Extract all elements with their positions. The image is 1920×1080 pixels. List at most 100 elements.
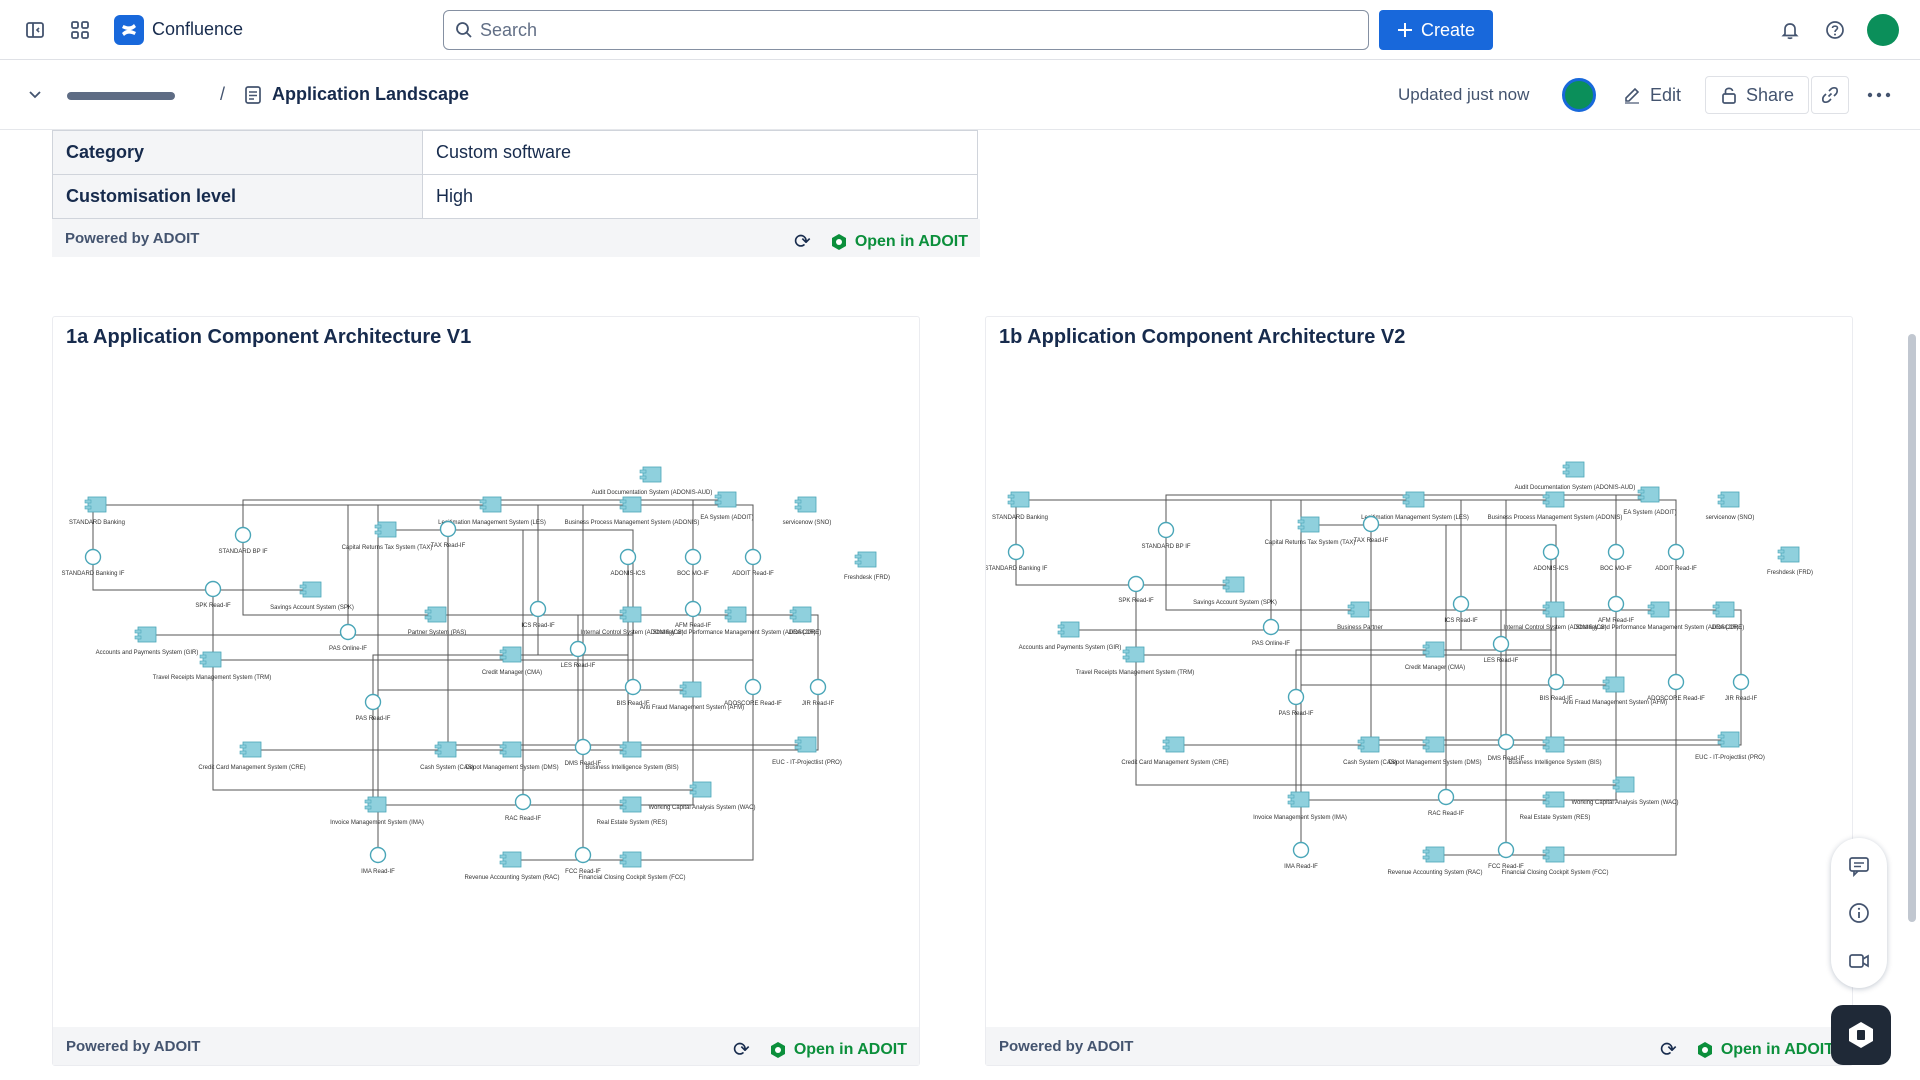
connector-line [1615,494,1650,604]
application-component: EUC - IT-Projectlist (PRO) [772,736,842,766]
search-input[interactable]: Search [443,10,1369,50]
component-shape [377,521,397,538]
component-shape [1545,846,1565,863]
component-port [1422,650,1430,655]
bell-icon[interactable] [1774,14,1806,46]
component-label: Freshdesk (FRD) [844,575,890,581]
video-icon[interactable] [1847,949,1871,973]
interface-label: BIS Read-IF [1539,696,1572,702]
application-interface: ICS Read-IF [521,600,555,629]
component-port [1422,644,1430,649]
application-interface: PAS Read-IF [1279,688,1314,717]
application-component: Invoice Management System (IMA) [1253,791,1347,821]
component-label: Strategy and Performance Management Syst… [653,630,821,636]
application-interface: PAS Online-IF [329,623,367,652]
refresh-icon[interactable]: ⟳ [794,231,811,253]
component-port [364,799,372,804]
component-shape [1360,736,1380,753]
connector-line [1435,552,1552,651]
info-icon[interactable] [1847,901,1871,925]
page-scrollbar[interactable] [1908,334,1916,922]
application-component: Anti Fraud Management System (AFM) [640,681,744,711]
connector-line [1015,552,1235,586]
breadcrumb-space[interactable] [67,92,175,100]
create-button[interactable]: Create [1379,10,1493,50]
application-component: Cash System (CAS) [1343,736,1397,766]
interface-label: JIR Read-IF [802,701,835,707]
copy-link-button[interactable] [1811,76,1849,114]
component-label: Real Estate System (RES) [597,820,668,826]
interface-label: JIR Read-IF [1725,696,1758,702]
share-label: Share [1746,84,1795,105]
app-switcher-icon[interactable] [64,14,96,46]
component-shape [1545,791,1565,808]
sidebar-toggle-icon[interactable] [19,14,51,46]
open-in-adoit-label: Open in ADOIT [793,1040,907,1058]
user-avatar[interactable] [1867,14,1899,46]
powered-by-label: Powered by ADOIT [65,229,200,247]
component-port [84,505,92,510]
component-port [1717,734,1725,739]
component-shape [1350,601,1370,618]
component-label: EA System (ADOIT) [700,515,753,521]
component-port [639,469,647,474]
connector-line [1435,552,1617,746]
component-shape [797,496,817,513]
connector-line [692,499,727,609]
component-shape [717,491,737,508]
component-shape [502,851,522,868]
application-interface: AFM Read-IF [675,600,711,629]
application-interface: PAS Read-IF [356,693,391,722]
editor-avatar[interactable] [1562,78,1596,112]
property-key: Customisation level [52,174,423,219]
interface-shape [1452,595,1470,613]
interface-label: IMA Read-IF [361,869,395,875]
component-port [1007,494,1015,499]
connector-line [1175,644,1502,746]
component-port [1162,745,1170,750]
comment-icon[interactable] [1847,854,1871,878]
application-interface: FCC Read-IF [565,846,601,875]
refresh-icon[interactable]: ⟳ [1660,1039,1677,1061]
component-port [239,744,247,749]
application-interface: ADOIT Read-IF [732,548,774,577]
component-port [1777,549,1785,554]
component-port [1057,630,1065,635]
interface-shape [1607,595,1625,613]
assistant-chat-button[interactable] [1831,1005,1891,1065]
property-value: High [422,174,978,219]
component-port [1612,779,1620,784]
interface-shape [1547,673,1565,691]
application-interface: ADONIS-ICS [1533,543,1569,572]
component-port [1357,739,1365,744]
component-port [434,750,442,755]
application-component: Depot Management System (DMS) [1388,736,1482,766]
component-shape [242,741,262,758]
connector-line [242,535,737,616]
open-in-adoit-link[interactable]: ⟳ Open in ADOIT [794,229,968,254]
share-button[interactable]: Share [1705,76,1810,114]
chevron-down-icon[interactable] [19,78,51,110]
component-port [619,854,627,859]
interface-label: RAC Read-IF [505,816,541,822]
interface-label: FCC Read-IF [565,869,601,875]
component-shape [427,606,447,623]
component-port [1542,794,1550,799]
component-port [299,584,307,589]
interface-label: BOC MO-IF [677,571,709,577]
component-shape [792,606,812,623]
open-in-adoit-link[interactable]: ⟳ Open in ADOIT [733,1037,907,1062]
interface-label: PAS Read-IF [356,716,391,722]
component-port [619,615,627,620]
refresh-icon[interactable]: ⟳ [733,1039,750,1061]
help-icon[interactable] [1819,14,1851,46]
open-in-adoit-link[interactable]: ⟳ Open in ADOIT [1660,1037,1834,1062]
edit-button[interactable]: Edit [1622,76,1681,114]
more-actions-icon[interactable] [1867,76,1891,114]
page-title[interactable]: Application Landscape [272,84,470,104]
component-label: Internal Control System (ADONIS-ICS) [1503,625,1606,631]
confluence-logo-icon[interactable] [114,15,144,45]
app-name[interactable]: Confluence [152,19,244,39]
